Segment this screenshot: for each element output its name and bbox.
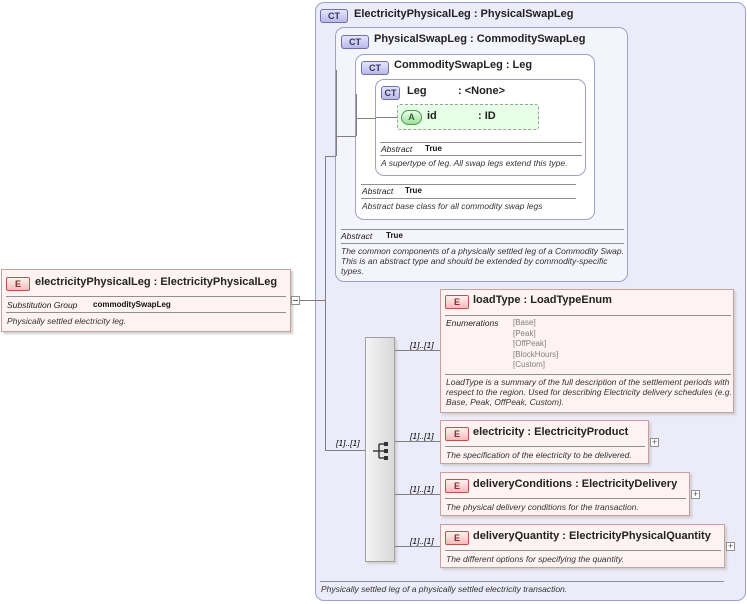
complex-type-badge: CT: [320, 9, 348, 23]
element-loadtype-doc: LoadType is a summary of the full descri…: [446, 377, 732, 407]
abstract-value: True: [405, 186, 422, 195]
sequence-cardinality: [1]..[1]: [336, 438, 360, 448]
deliveryconditions-cardinality: [1]..[1]: [410, 484, 434, 494]
enum-blockhours: [BlockHours]: [513, 349, 559, 359]
root-element-doc: Physically settled electricity leg.: [7, 316, 127, 326]
attribute-id[interactable]: A id : ID: [397, 104, 539, 130]
element-deliveryconditions[interactable]: E deliveryConditions : ElectricityDelive…: [440, 472, 690, 516]
element-loadtype[interactable]: E loadType : LoadTypeEnum Enumerations […: [440, 289, 734, 413]
element-badge: E: [445, 295, 469, 309]
element-badge: E: [445, 531, 469, 545]
ct-electricity-physical-leg-doc: Physically settled leg of a physically s…: [321, 584, 568, 594]
enum-base: [Base]: [513, 318, 536, 327]
ct-physical-swap-leg-title: PhysicalSwapLeg : CommoditySwapLeg: [374, 33, 586, 45]
expand-toggle[interactable]: +: [691, 489, 700, 499]
element-deliveryquantity-doc: The different options for specifying the…: [446, 554, 624, 564]
ct-commodity-swap-leg-title: CommoditySwapLeg : Leg: [394, 59, 533, 71]
ct-leg-name: Leg: [407, 85, 427, 97]
element-badge: E: [445, 427, 469, 441]
element-electricity-title: electricity : ElectricityProduct: [473, 426, 629, 438]
expand-toggle[interactable]: +: [726, 541, 735, 551]
root-element-title: electricityPhysicalLeg : ElectricityPhys…: [35, 276, 278, 288]
enumerations-label: Enumerations: [446, 318, 499, 328]
complex-type-badge: CT: [381, 86, 400, 100]
enum-offpeak: [OffPeak]: [513, 339, 547, 348]
deliveryquantity-cardinality: [1]..[1]: [410, 536, 434, 546]
attribute-type: : ID: [478, 110, 496, 122]
element-deliveryquantity-title: deliveryQuantity : ElectricityPhysicalQu…: [473, 530, 711, 542]
attribute-name: id: [427, 110, 437, 122]
complex-type-badge: CT: [341, 35, 369, 49]
root-element[interactable]: E electricityPhysicalLeg : ElectricityPh…: [1, 269, 291, 332]
sequence-compositor[interactable]: [365, 337, 395, 562]
element-electricity-doc: The specification of the electricity to …: [446, 450, 632, 460]
loadtype-cardinality: [1]..[1]: [410, 340, 434, 350]
substitution-group-label: Substitution Group: [7, 300, 78, 310]
element-deliveryquantity[interactable]: E deliveryQuantity : ElectricityPhysical…: [440, 524, 725, 568]
sequence-icon: [373, 442, 388, 460]
element-loadtype-title: loadType : LoadTypeEnum: [473, 294, 612, 306]
abstract-label: Abstract: [341, 231, 373, 241]
abstract-label: Abstract: [381, 144, 413, 154]
ct-leg-type: : <None>: [458, 85, 506, 97]
ct-commodity-swap-leg-doc: Abstract base class for all commodity sw…: [362, 201, 543, 211]
collapse-toggle[interactable]: [291, 296, 300, 305]
enum-peak: [Peak]: [513, 328, 536, 338]
abstract-label: Abstract: [362, 186, 394, 196]
complex-type-badge: CT: [361, 61, 389, 75]
element-deliveryconditions-title: deliveryConditions : ElectricityDelivery: [473, 478, 678, 490]
abstract-value: True: [386, 231, 403, 240]
attribute-badge: A: [401, 110, 422, 125]
expand-toggle[interactable]: +: [650, 437, 659, 447]
ct-electricity-physical-leg-title: ElectricityPhysicalLeg : PhysicalSwapLeg: [354, 8, 574, 20]
element-badge: E: [445, 479, 469, 493]
ct-leg-doc: A supertype of leg. All swap legs extend…: [381, 158, 568, 168]
abstract-value: True: [425, 144, 442, 153]
ct-physical-swap-leg-doc: The common components of a physically se…: [341, 246, 624, 276]
element-badge: E: [6, 277, 30, 291]
substitution-group-value: commoditySwapLeg: [93, 300, 171, 309]
enum-custom: [Custom]: [513, 360, 546, 369]
electricity-cardinality: [1]..[1]: [410, 431, 434, 441]
element-electricity[interactable]: E electricity : ElectricityProduct The s…: [440, 420, 649, 464]
element-deliveryconditions-doc: The physical delivery conditions for the…: [446, 502, 639, 512]
